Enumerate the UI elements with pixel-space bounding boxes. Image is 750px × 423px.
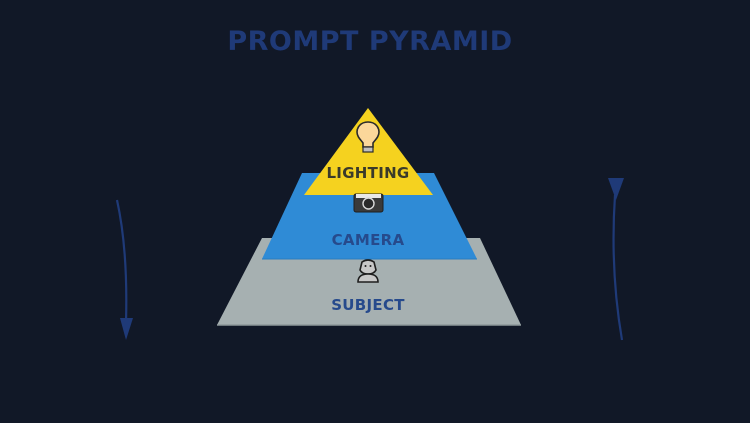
page-title: PROMPT PYRAMID bbox=[227, 26, 513, 57]
subject-label: SUBJECT bbox=[331, 296, 405, 314]
lighting-label: LIGHTING bbox=[326, 164, 410, 182]
left-down-arrow-icon bbox=[115, 199, 133, 340]
lightbulb-icon bbox=[356, 121, 380, 153]
right-up-arrow-icon bbox=[608, 178, 624, 341]
camera-label: CAMERA bbox=[331, 231, 405, 249]
camera-icon bbox=[353, 193, 384, 213]
person-icon bbox=[357, 259, 379, 283]
